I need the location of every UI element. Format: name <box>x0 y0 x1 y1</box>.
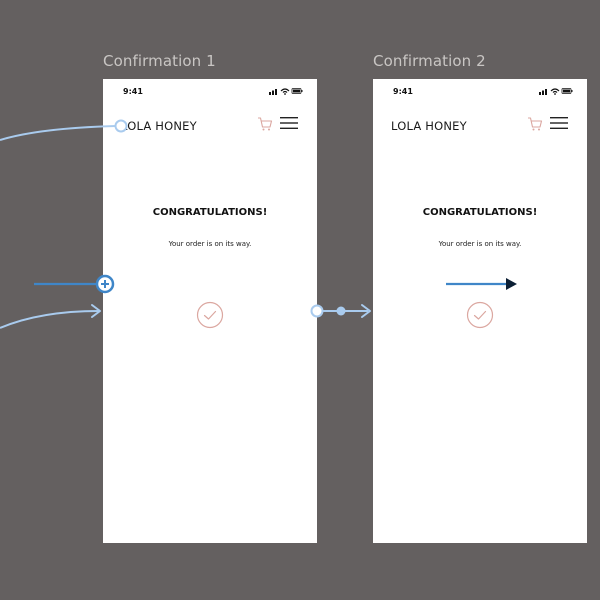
connection-line-top <box>0 125 117 141</box>
hamburger-menu-icon[interactable] <box>280 116 298 130</box>
connection-midpoint-handle <box>336 306 346 316</box>
brand-title: LOLA HONEY <box>121 119 197 133</box>
confirmation-heading: CONGRATULATIONS! <box>422 207 538 218</box>
cart-icon[interactable] <box>527 116 543 132</box>
status-bar-icons <box>539 88 573 95</box>
confirmation-message: Your order is on its way. <box>438 240 522 248</box>
status-bar-time: 9:41 <box>123 87 143 96</box>
frame-label-confirmation-1[interactable]: Confirmation 1 <box>103 52 216 70</box>
check-circle-icon <box>466 301 494 329</box>
confirmation-message: Your order is on its way. <box>168 240 252 248</box>
frame-confirmation-1[interactable]: 9:41 LOLA HONEY CONGRATULATIONS! Your or… <box>103 79 317 543</box>
arrowhead-icon <box>361 304 371 318</box>
frame-label-confirmation-2[interactable]: Confirmation 2 <box>373 52 486 70</box>
connection-origin-handle <box>310 304 324 318</box>
status-bar-time: 9:41 <box>393 87 413 96</box>
cart-icon[interactable] <box>257 116 273 132</box>
connection-hotspot-brand <box>114 119 128 133</box>
arrowhead-icon <box>91 304 101 318</box>
check-circle-icon <box>196 301 224 329</box>
status-bar-icons <box>269 88 303 95</box>
frame-confirmation-2[interactable]: 9:41 LOLA HONEY CONGRATULATIONS! Your or… <box>373 79 587 543</box>
drag-arrowhead-icon <box>506 278 517 290</box>
connection-line-lower <box>0 310 100 329</box>
confirmation-heading: CONGRATULATIONS! <box>152 207 268 218</box>
hamburger-menu-icon[interactable] <box>550 116 568 130</box>
brand-title: LOLA HONEY <box>391 119 467 133</box>
plus-circle-icon[interactable] <box>95 274 115 294</box>
